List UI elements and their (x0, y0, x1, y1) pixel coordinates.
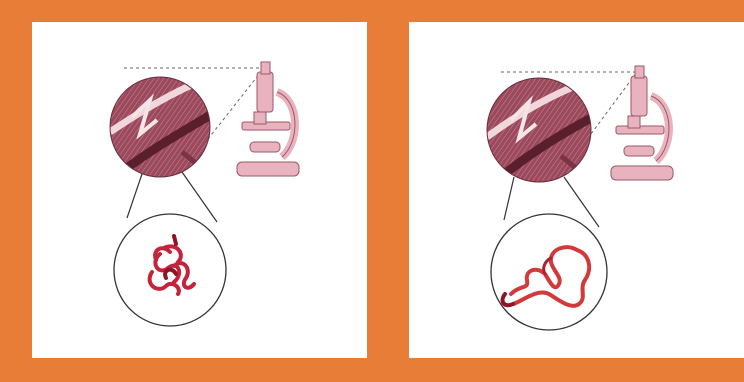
microscope-icon (237, 62, 299, 176)
diagram-extended (409, 22, 744, 358)
panel-extended-strand (409, 22, 744, 358)
microscope-icon (611, 66, 673, 180)
panel-compact-strand (32, 22, 367, 358)
diagram-compact (32, 22, 367, 358)
tissue-magnified-icon (110, 77, 212, 177)
tissue-magnified-icon (487, 78, 593, 182)
